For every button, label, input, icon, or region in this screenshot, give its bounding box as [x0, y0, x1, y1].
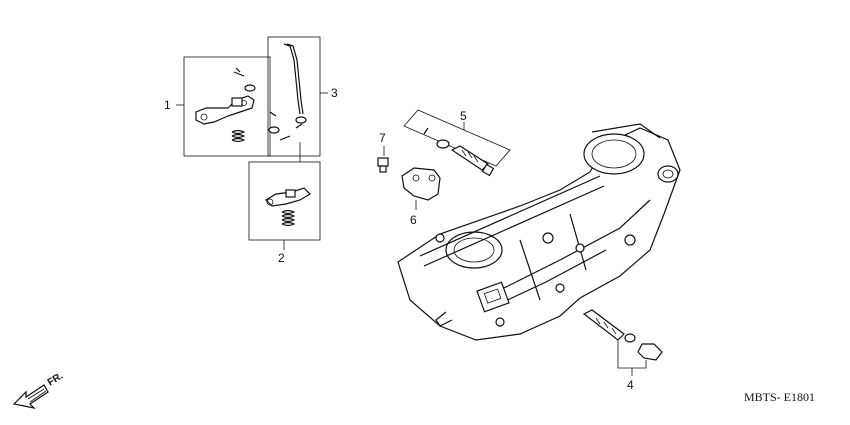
- part-group-1: 1: [164, 56, 280, 157]
- throttle-body-assembly: [397, 123, 681, 341]
- adjust-screw-icon: [450, 145, 495, 177]
- part-group-7: 7: [377, 131, 389, 173]
- callout-2: 2: [278, 251, 285, 265]
- callout-6: 6: [410, 213, 417, 227]
- front-direction-marker: FR.: [12, 371, 66, 409]
- arrow-icon: [12, 384, 49, 409]
- diagram-code: MBTS- E1801: [744, 390, 815, 404]
- callout-1: 1: [164, 98, 171, 112]
- spring-icon: [281, 209, 296, 227]
- part-group-6: 6: [401, 167, 441, 227]
- part-group-2: 2: [248, 142, 321, 265]
- callout-3: 3: [331, 86, 338, 100]
- callout-4: 4: [627, 378, 634, 392]
- part-group-4: 4: [582, 309, 663, 392]
- direction-label: FR.: [46, 371, 66, 389]
- part-group-3: 3: [267, 36, 338, 157]
- bolt-icon: [377, 157, 389, 173]
- callout-5: 5: [460, 109, 467, 123]
- part-group-5: 5: [403, 109, 511, 177]
- adjust-screw-icon: [582, 309, 663, 361]
- callout-7: 7: [379, 131, 386, 145]
- spring-icon: [231, 129, 246, 143]
